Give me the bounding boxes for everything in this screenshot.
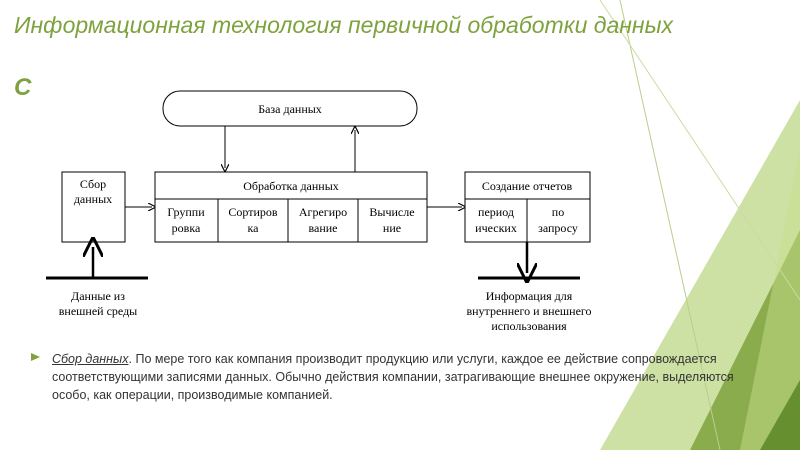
slide-title-letter: С bbox=[14, 74, 32, 101]
reports-header: Создание отчетов bbox=[482, 179, 573, 193]
database-box bbox=[162, 90, 418, 127]
reports-cell-request-2: запросу bbox=[538, 221, 578, 235]
slide-title: Информационная технология первичной обра… bbox=[14, 12, 673, 38]
bullet-paragraph: Сбор данных. По мере того как компания п… bbox=[32, 350, 752, 404]
output-info-line-1: Информация для bbox=[486, 289, 573, 303]
processing-cell-aggregation-2: вание bbox=[308, 221, 337, 235]
processing-cell-aggregation-1: Агрегиро bbox=[299, 205, 347, 219]
external-input-line-2: внешней среды bbox=[59, 304, 138, 318]
external-input-line-1: Данные из bbox=[71, 289, 125, 303]
processing-cell-grouping-1: Группи bbox=[167, 205, 205, 219]
collect-data-line-2: данных bbox=[74, 192, 112, 206]
reports-cell-periodic-1: период bbox=[478, 205, 514, 219]
reports-cell-request-1: по bbox=[552, 205, 564, 219]
database-label: База данных bbox=[258, 102, 322, 116]
bullet-lead: Сбор данных bbox=[52, 352, 129, 366]
processing-cell-sorting-1: Сортиров bbox=[228, 205, 278, 219]
processing-cell-grouping-2: ровка bbox=[172, 221, 201, 235]
bullet-body: . По мере того как компания производит п… bbox=[52, 352, 734, 402]
reports-cell-periodic-2: ических bbox=[475, 221, 517, 235]
processing-cell-sorting-2: ка bbox=[248, 221, 260, 235]
processing-box bbox=[154, 171, 428, 243]
collect-data-line-1: Сбор bbox=[80, 177, 106, 191]
processing-cell-calc-1: Вычисле bbox=[369, 205, 414, 219]
output-info-line-2: внутреннего и внешнего bbox=[466, 304, 591, 318]
output-info-line-3: использования bbox=[491, 319, 567, 333]
processing-cell-calc-2: ние bbox=[383, 221, 401, 235]
bullet-arrow-icon bbox=[31, 353, 40, 361]
processing-header: Обработка данных bbox=[243, 179, 339, 193]
